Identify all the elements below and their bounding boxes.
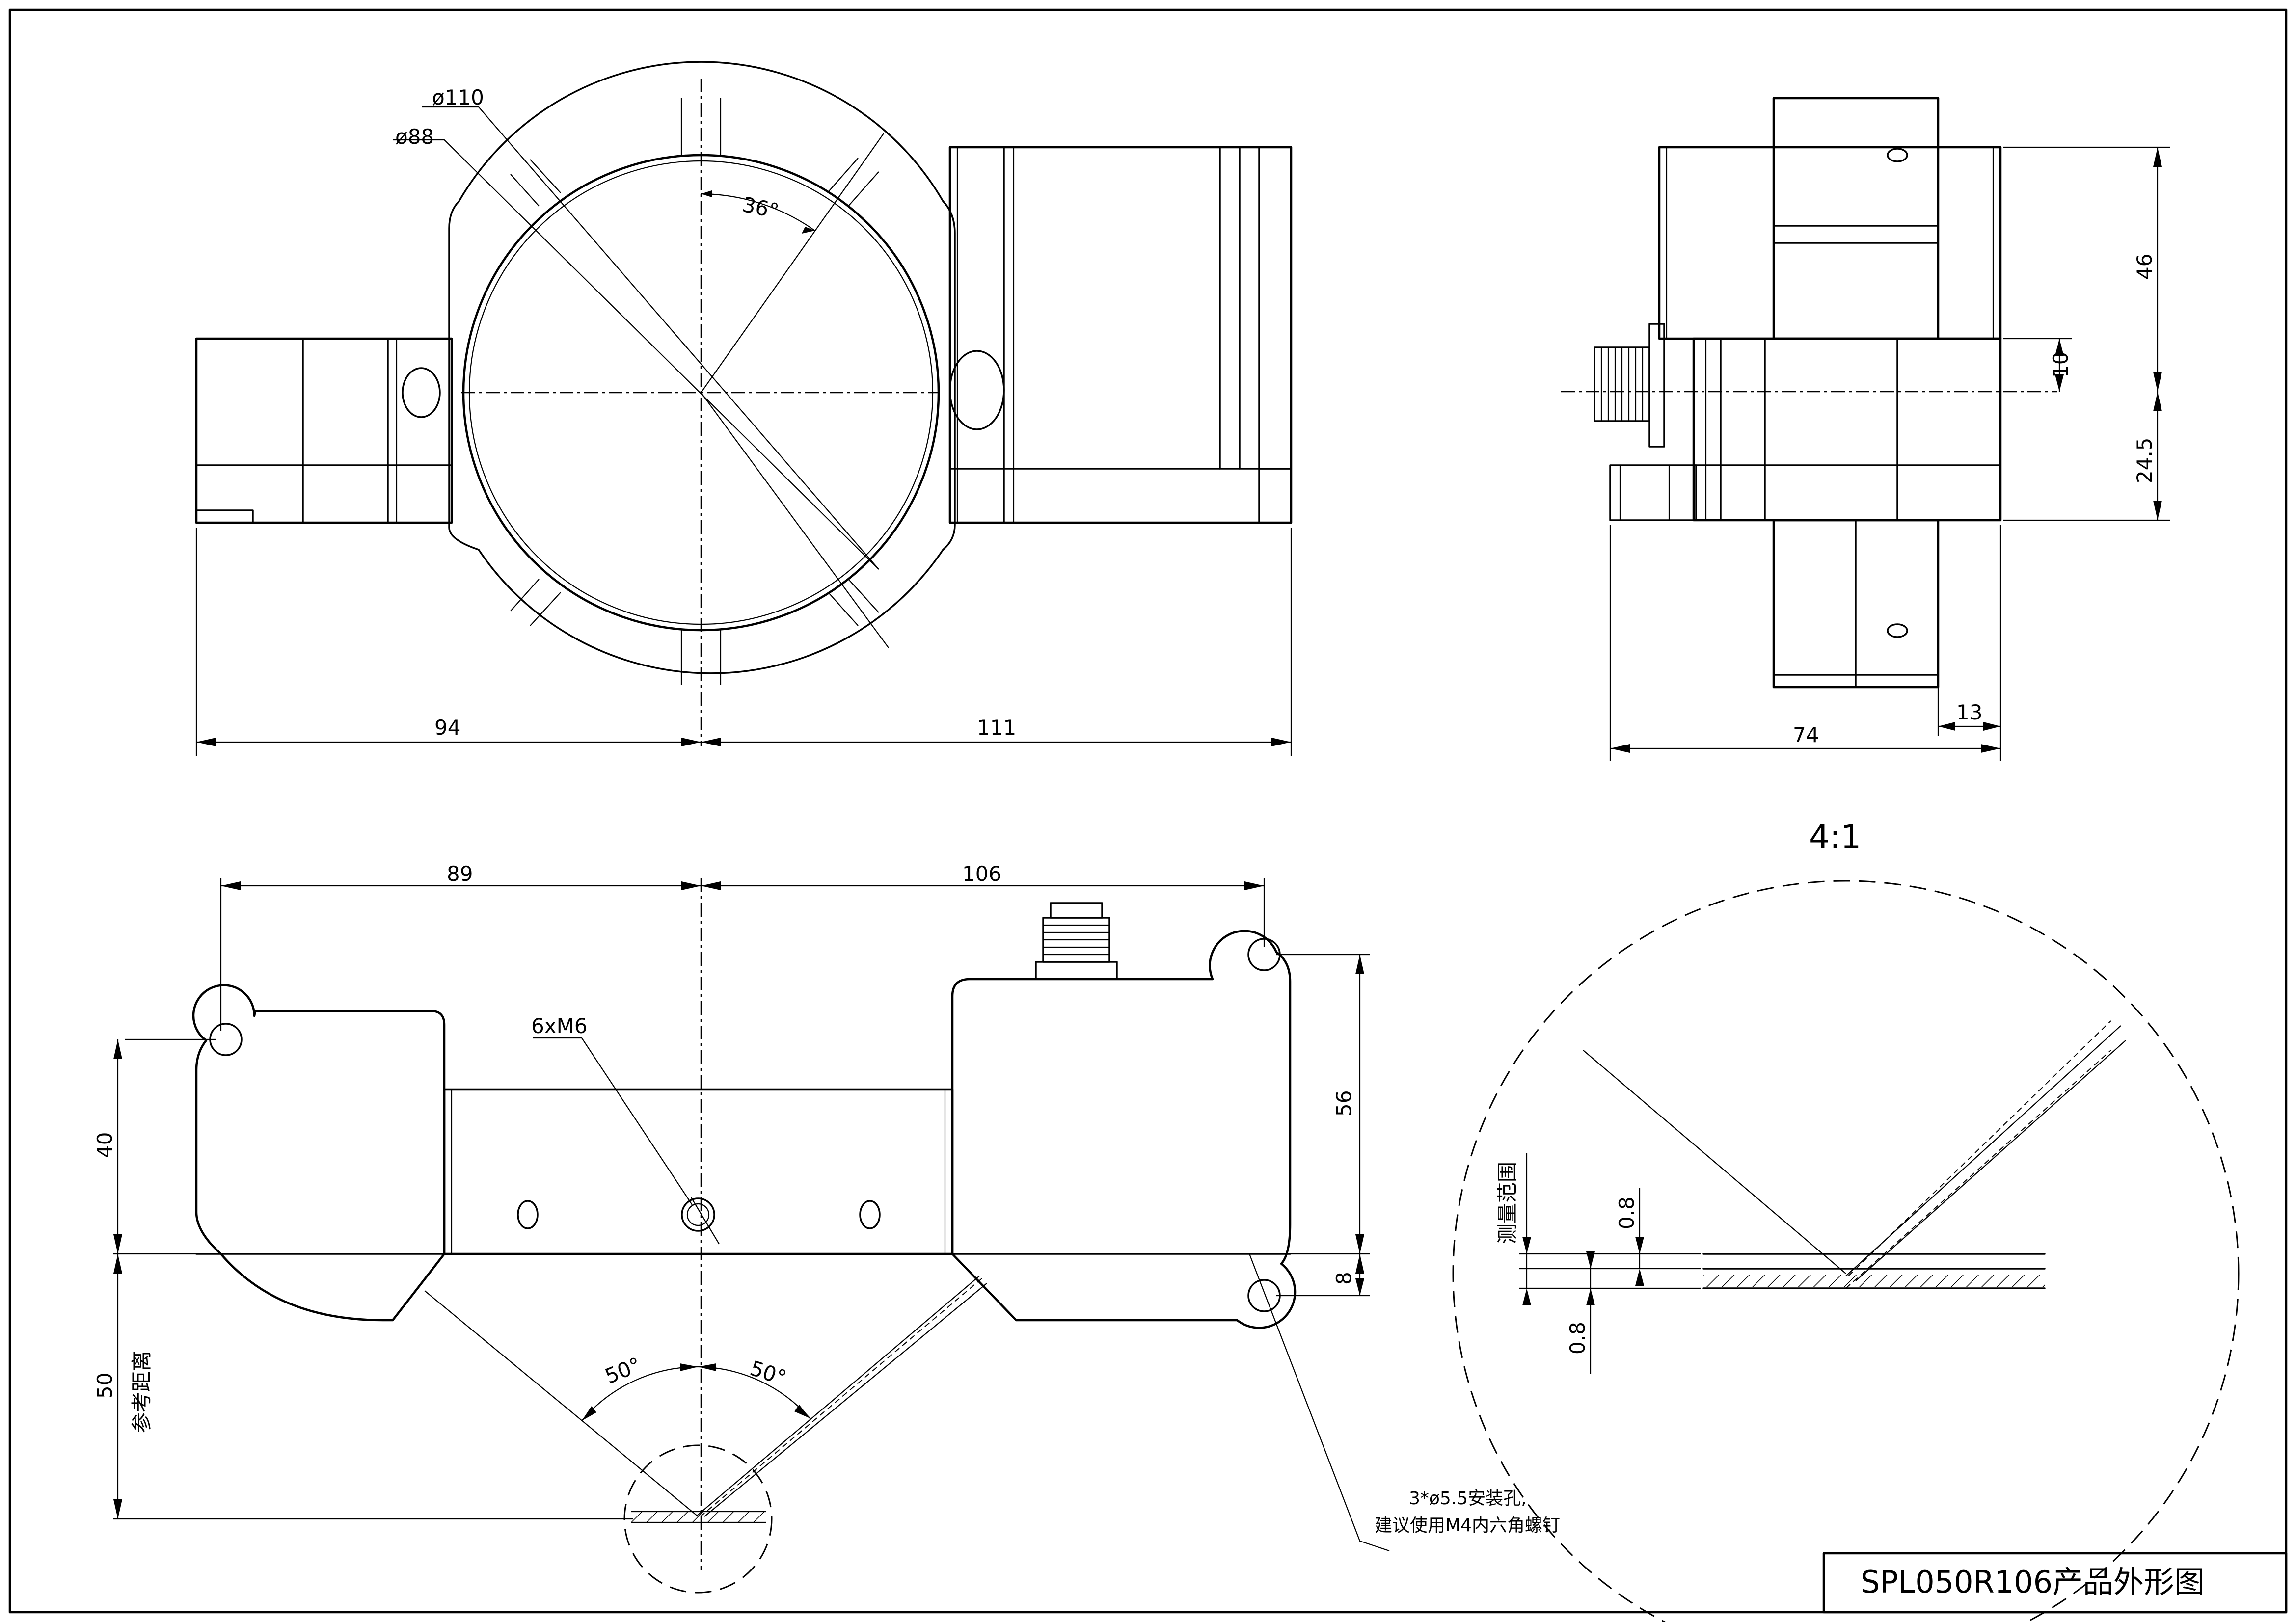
mount-note-line2: 建议使用M4内六角螺钉 <box>1375 1516 1560 1536</box>
left-beam <box>424 1290 699 1517</box>
front-dim-40: 40 <box>93 1132 117 1158</box>
side-lower-body <box>1692 337 2002 522</box>
right-module-hole <box>949 350 1005 430</box>
m6-hole <box>681 1197 715 1232</box>
ring-slots <box>510 98 879 685</box>
left-module-hole <box>402 367 441 418</box>
left-head <box>192 984 446 1322</box>
front-dim-8: 8 <box>1332 1272 1356 1285</box>
outer-housing <box>448 61 956 674</box>
front-dim-89: 89 <box>447 862 473 886</box>
od-leader <box>422 106 879 570</box>
front-view <box>113 878 1390 1594</box>
angle-left-label: 50° <box>601 1353 644 1388</box>
front-dim-50: 50 <box>93 1373 117 1399</box>
side-dim-13: 13 <box>1956 700 1982 724</box>
surface-hatch <box>1703 1275 2045 1287</box>
front-dim-106: 106 <box>962 862 1001 886</box>
side-dim-10: 10 <box>2049 352 2073 378</box>
detail-incident-beam <box>1583 1050 1846 1274</box>
front-dim-56: 56 <box>1332 1090 1356 1117</box>
detail-dim-upper: 0.8 <box>1615 1197 1639 1229</box>
side-connector <box>1594 323 1665 448</box>
mount-note-line1: 3*ø5.5安装孔, <box>1409 1489 1527 1509</box>
top-dim-left: 94 <box>434 716 460 740</box>
angle-36-label: 36° <box>740 192 781 223</box>
id-leader <box>393 139 879 570</box>
top-dim-right: 111 <box>977 716 1016 740</box>
front-connector <box>1035 902 1118 980</box>
side-flange <box>1609 464 1697 521</box>
mount-note-leader <box>1248 1253 1390 1552</box>
side-view <box>1561 97 2170 761</box>
detail-circle <box>1452 880 2240 1622</box>
left-module <box>195 337 453 524</box>
side-dim-74: 74 <box>1793 723 1819 747</box>
m6-leader <box>533 1037 693 1205</box>
angle-arc-36 <box>701 193 815 231</box>
detail-view <box>1452 880 2240 1622</box>
outer-diameter-label: ø110 <box>432 85 484 109</box>
return-beam-1 <box>697 1276 980 1516</box>
top-view <box>195 61 1293 756</box>
drawing-border <box>8 8 2288 1614</box>
angle-right-label: 50° <box>747 1356 789 1390</box>
inner-diameter-label: ø88 <box>395 125 434 149</box>
measure-range-label: 测量范围 <box>1495 1162 1519 1244</box>
side-dim-24-5: 24.5 <box>2133 437 2157 483</box>
right-bottom-mount-hole <box>1247 1279 1281 1312</box>
drawing-title: SPL050R106产品外形图 <box>1861 1564 2205 1600</box>
detail-scale-label: 4:1 <box>1809 818 1861 856</box>
detail-return-beam-2 <box>1855 1040 2126 1281</box>
right-head <box>951 930 1297 1329</box>
title-block <box>1822 1552 2288 1614</box>
reference-distance-label: 参考距离 <box>130 1351 154 1433</box>
thread-label: 6xM6 <box>531 1014 588 1038</box>
side-top-block <box>1772 97 1940 340</box>
detail-dim-lower: 0.8 <box>1566 1322 1590 1355</box>
bridge <box>443 1088 954 1255</box>
right-module <box>948 146 1293 524</box>
side-dim-46: 46 <box>2133 254 2157 280</box>
